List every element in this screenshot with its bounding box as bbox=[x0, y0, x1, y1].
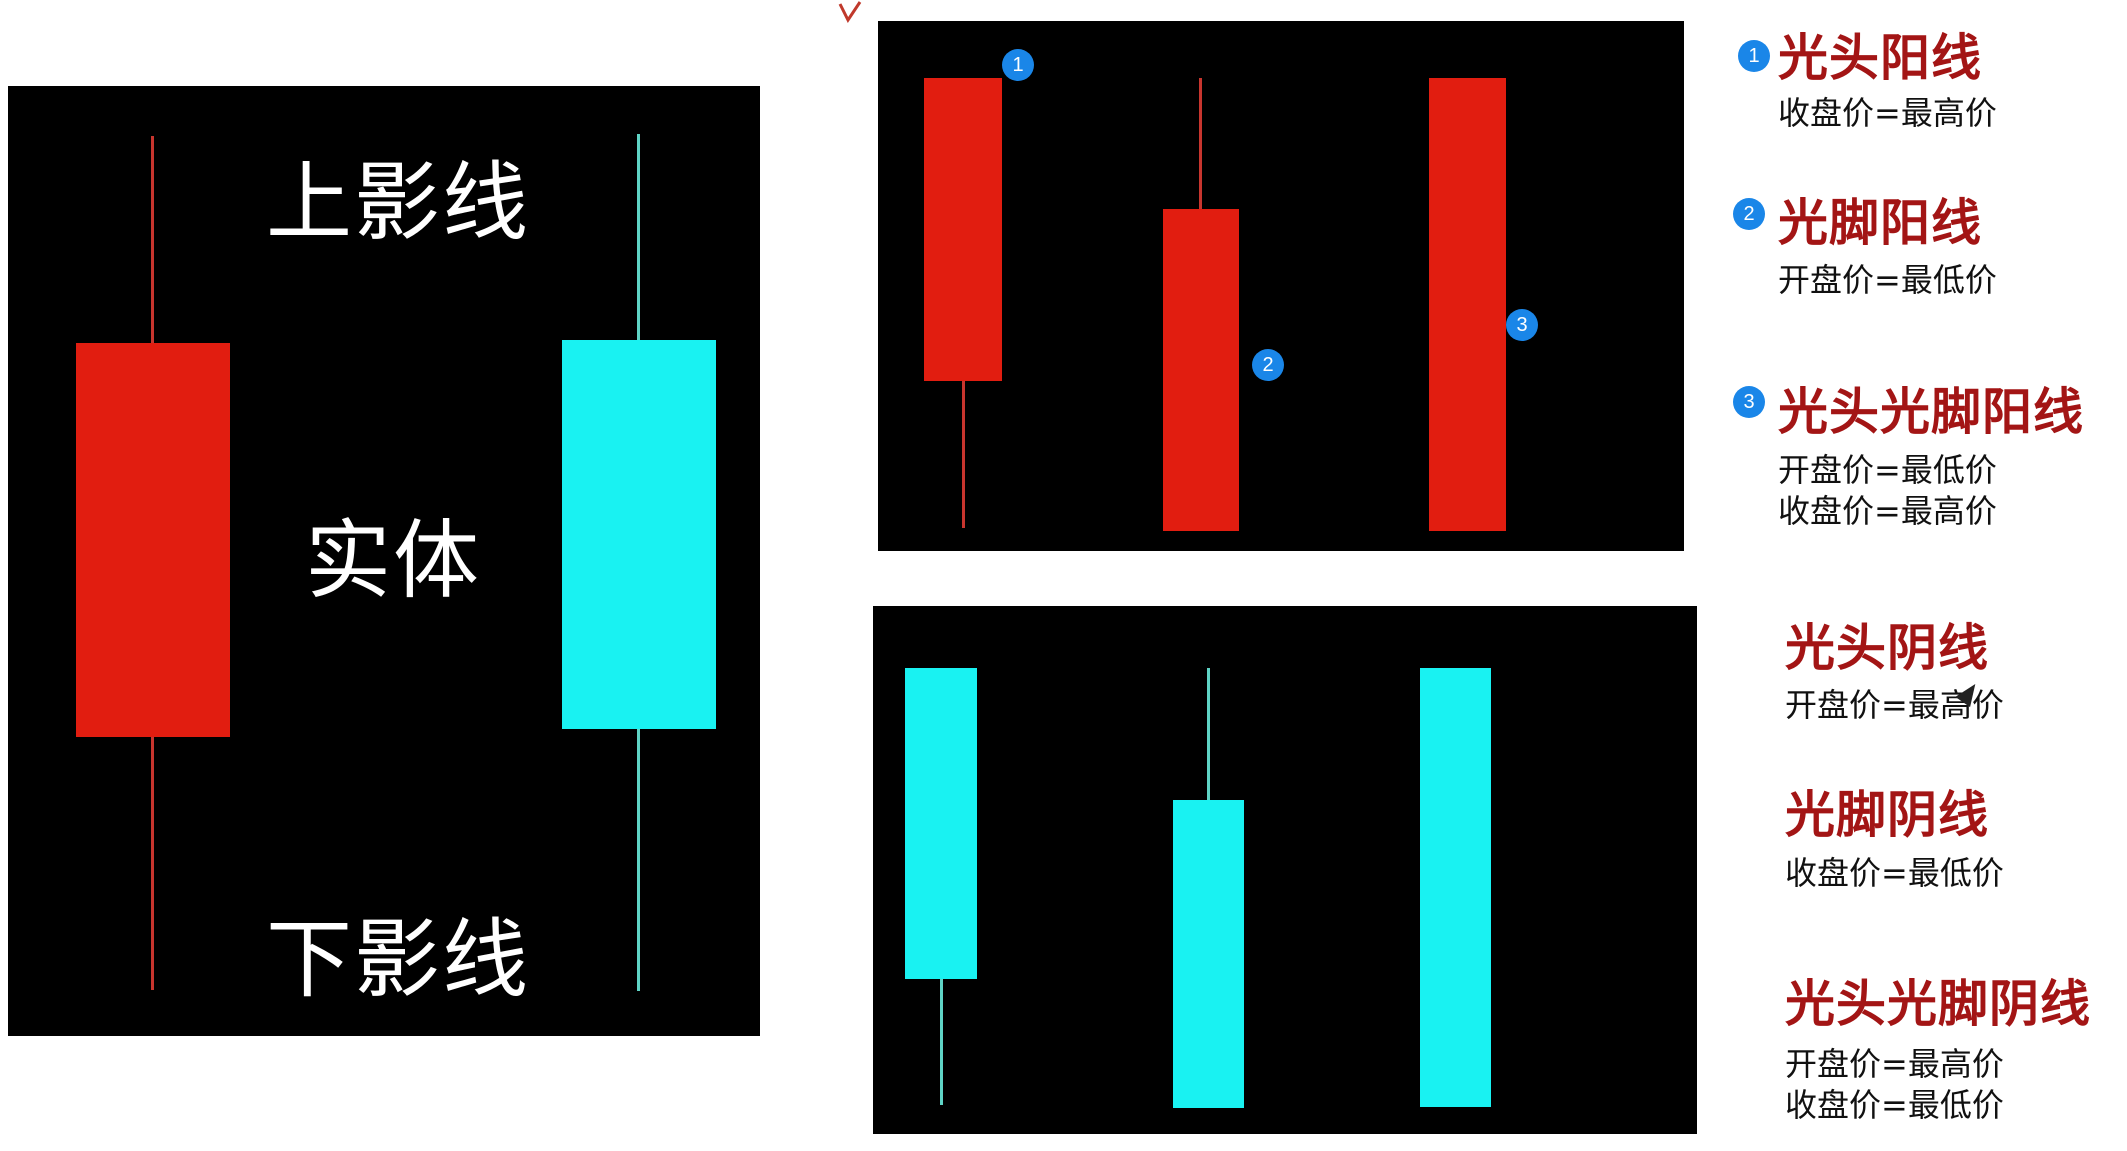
upper-shadow-label: 上影线 bbox=[266, 153, 530, 253]
marker-3: 3 bbox=[1506, 309, 1538, 341]
shaven-bottom-bearish-upper-shadow bbox=[1207, 668, 1210, 800]
legend-marker-1: 1 bbox=[1738, 40, 1770, 72]
shaven-head-bullish-lower-shadow bbox=[962, 381, 965, 528]
red-upper-shadow bbox=[151, 136, 154, 346]
check-mark-icon bbox=[838, 1, 862, 23]
red-candle-body bbox=[76, 343, 230, 737]
cyan-lower-shadow bbox=[637, 729, 640, 991]
legend-marker-3: 3 bbox=[1733, 386, 1765, 418]
bearish-candles-panel bbox=[873, 606, 1697, 1134]
marker-2: 2 bbox=[1252, 349, 1284, 381]
marker-1: 1 bbox=[1002, 49, 1034, 81]
shaven-bottom-bullish-upper-shadow bbox=[1199, 78, 1202, 210]
shaven-head-bottom-bullish-note-2: 收盘价=最高价 bbox=[1778, 492, 1997, 530]
shaven-head-bullish-title: 光头阳线 bbox=[1778, 29, 1982, 87]
shaven-head-bullish-note: 收盘价=最高价 bbox=[1778, 94, 1997, 132]
shaven-bottom-bullish-title: 光脚阳线 bbox=[1778, 194, 1982, 252]
shaven-head-bearish-title: 光头阴线 bbox=[1785, 619, 1989, 677]
cyan-candle-body bbox=[562, 340, 716, 729]
body-label: 实体 bbox=[305, 511, 481, 611]
shaven-head-bearish-body bbox=[905, 668, 977, 979]
red-lower-shadow bbox=[151, 737, 154, 990]
shaven-head-bottom-bullish-note-1: 开盘价=最低价 bbox=[1778, 451, 1997, 489]
bullish-candles-panel: 1 2 3 bbox=[878, 21, 1684, 551]
shaven-bottom-bullish-note: 开盘价=最低价 bbox=[1778, 261, 1997, 299]
shaven-head-bottom-bearish-note-2: 收盘价=最低价 bbox=[1785, 1086, 2004, 1124]
shaven-head-bottom-bearish-title: 光头光脚阴线 bbox=[1785, 975, 2091, 1033]
shaven-bottom-bearish-title: 光脚阴线 bbox=[1785, 786, 1989, 844]
shaven-head-bottom-bullish-title: 光头光脚阳线 bbox=[1778, 383, 2084, 441]
shaven-head-bottom-bearish-note-1: 开盘价=最高价 bbox=[1785, 1045, 2004, 1083]
shaven-bottom-bearish-body bbox=[1173, 800, 1244, 1108]
shaven-head-bearish-note: 开盘价=最高价 bbox=[1785, 686, 2004, 724]
cyan-upper-shadow bbox=[637, 134, 640, 344]
legend-marker-2: 2 bbox=[1733, 198, 1765, 230]
candlestick-anatomy-panel: 上影线 实体 下影线 bbox=[8, 86, 760, 1036]
shaven-head-bottom-bearish-body bbox=[1420, 668, 1491, 1107]
lower-shadow-label: 下影线 bbox=[266, 910, 530, 1010]
shaven-head-bullish-body bbox=[924, 78, 1002, 381]
shaven-bottom-bearish-note: 收盘价=最低价 bbox=[1785, 854, 2004, 892]
shaven-bottom-bullish-body bbox=[1163, 209, 1239, 531]
shaven-head-bottom-bullish-body bbox=[1429, 78, 1506, 531]
shaven-head-bearish-lower-shadow bbox=[940, 979, 943, 1105]
